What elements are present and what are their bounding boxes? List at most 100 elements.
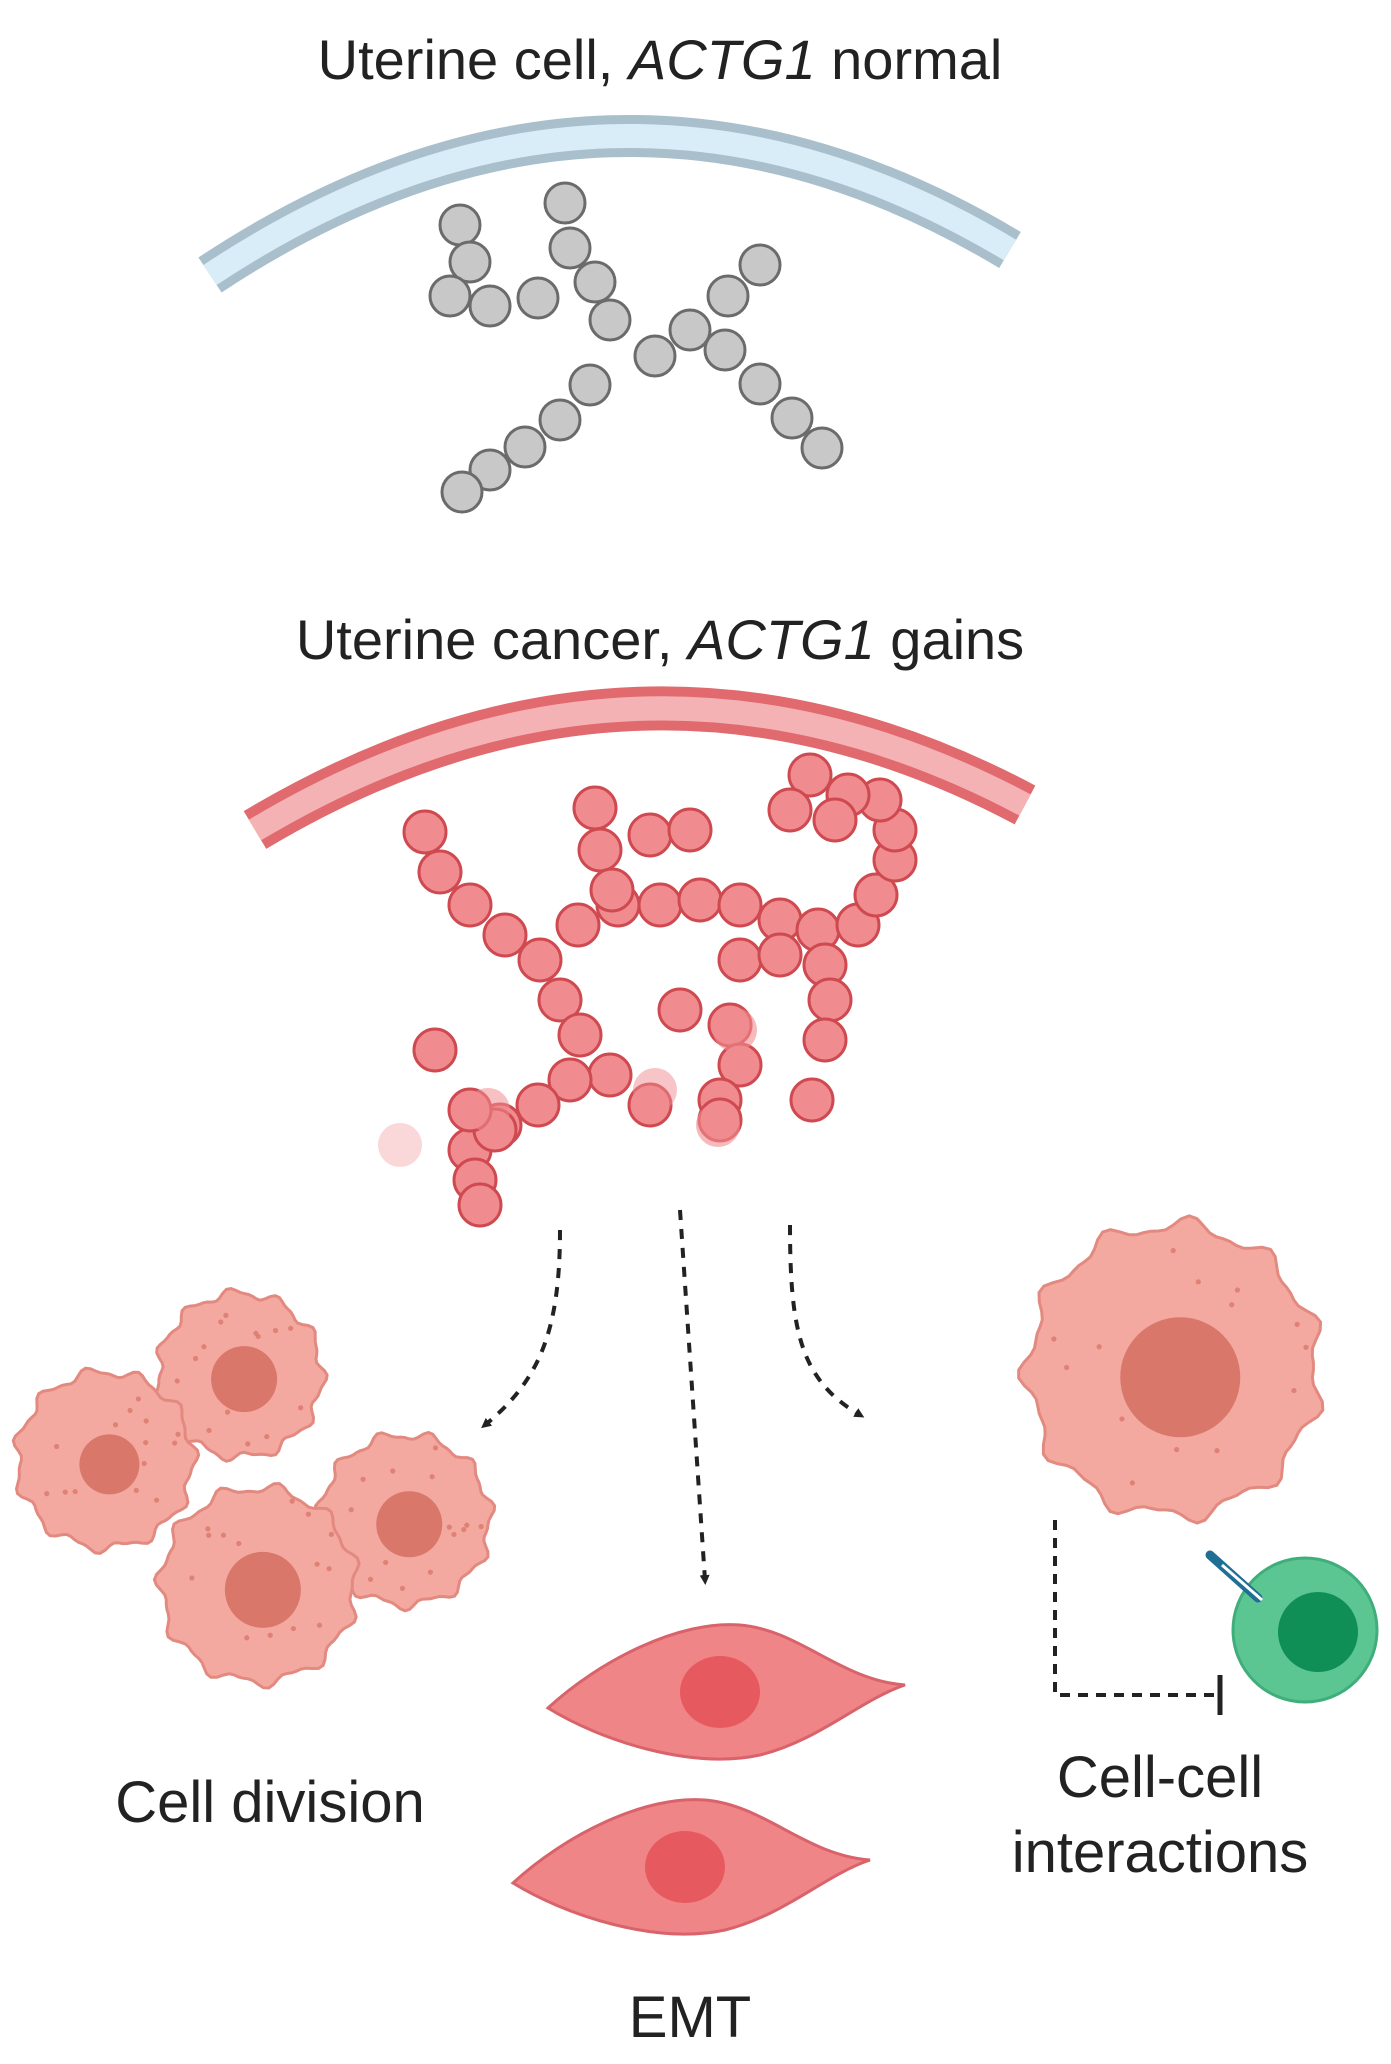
cytoplasm-speckle (143, 1418, 149, 1424)
cytoplasm-speckle (112, 1422, 119, 1428)
actin-bead (637, 882, 683, 928)
actin-bead (428, 274, 472, 318)
actin-bead (573, 260, 617, 304)
actin-bead (417, 849, 463, 895)
actin-bead (807, 977, 853, 1023)
actin-bead (543, 181, 587, 225)
cytoplasm-speckle (267, 1632, 273, 1638)
actin-bead (770, 396, 814, 440)
cancer-panel-title: Uterine cancer, ACTG1 gains (200, 608, 1120, 672)
cytoplasm-speckle (1174, 1447, 1180, 1453)
actin-bead (537, 977, 583, 1023)
normal-title-prefix: Uterine cell, (317, 28, 614, 91)
cancer-title-prefix: Uterine cancer, (295, 608, 673, 671)
cytoplasm-speckle (224, 1409, 231, 1415)
normal-actin-filaments (428, 181, 844, 514)
actin-bead (548, 226, 592, 270)
cytoplasm-speckle (205, 1526, 211, 1532)
tumor-cell-nucleus (224, 1551, 301, 1628)
cancer-title-suffix: gains (890, 608, 1025, 671)
cytoplasm-speckle (135, 1396, 141, 1402)
actin-bead (738, 362, 782, 406)
cell-cell-label-line2: interactions (1011, 1820, 1309, 1885)
cytoplasm-speckle (328, 1531, 334, 1537)
cytoplasm-speckle (383, 1559, 389, 1566)
faded-actin-bead (713, 1008, 757, 1052)
actin-bead (802, 1017, 848, 1063)
cytoplasm-speckle (54, 1443, 60, 1450)
cytoplasm-speckle (478, 1524, 484, 1530)
cytoplasm-speckle (154, 1497, 160, 1503)
actin-bead (555, 902, 601, 948)
actin-bead (572, 785, 618, 831)
cell-cell-label-line1: Cell-cell (1056, 1745, 1264, 1810)
cytoplasm-speckle (206, 1532, 212, 1538)
cytoplasm-speckle (451, 1531, 457, 1538)
cytoplasm-speckle (390, 1468, 396, 1474)
cytoplasm-speckle (1195, 1279, 1201, 1285)
normal-membrane (198, 114, 1021, 293)
faded-actin-bead (633, 1068, 677, 1112)
cytoplasm-speckle (133, 1487, 139, 1494)
cytoplasm-speckle (367, 1576, 374, 1582)
cytoplasm-speckle (62, 1489, 68, 1495)
cell-division-label: Cell division (115, 1770, 425, 1835)
actin-bead (800, 426, 844, 470)
actin-bead (789, 1077, 835, 1123)
cytoplasm-speckle (314, 1561, 320, 1567)
actin-bead (457, 1182, 503, 1228)
tumor-cell (1017, 1214, 1325, 1525)
normal-title-gene: ACTG1 (628, 28, 816, 91)
cytoplasm-speckle (220, 1532, 227, 1538)
arrow-to-cell-cell (788, 1224, 865, 1418)
cytoplasm-speckle (143, 1439, 149, 1446)
cytoplasm-speckle (446, 1524, 452, 1530)
actin-bead (515, 1082, 561, 1128)
emt-cell-nucleus (645, 1831, 725, 1903)
actin-bead (538, 398, 582, 442)
arrow-to-cell-division (481, 1229, 562, 1429)
cytoplasm-speckle (1214, 1448, 1220, 1454)
cytoplasm-speckle (1170, 1247, 1176, 1254)
actin-bead (482, 912, 528, 958)
actin-bead (516, 276, 560, 320)
emt-label: EMT (628, 1985, 752, 2050)
cytoplasm-speckle (427, 1569, 433, 1575)
cytoplasm-speckle (255, 1333, 261, 1340)
arrow-to-emt (678, 1209, 710, 1585)
cytoplasm-speckle (201, 1344, 207, 1350)
immune-cell-nucleus (1278, 1592, 1358, 1672)
faded-actin-bead (696, 1103, 740, 1147)
tumor-cell-nucleus (1120, 1317, 1241, 1438)
actin-bead (589, 867, 635, 913)
actin-bead (547, 1057, 593, 1103)
actin-bead (402, 809, 448, 855)
faded-actin-bead (466, 1088, 510, 1132)
cytoplasm-speckle (1234, 1287, 1241, 1293)
cytoplasm-speckle (1229, 1302, 1235, 1308)
cancer-title-gene: ACTG1 (688, 608, 875, 671)
receptor-highlight (1221, 1563, 1263, 1602)
actin-bead (767, 787, 813, 833)
actin-bead (412, 1027, 458, 1073)
actin-bead (557, 1012, 603, 1058)
actin-bead (668, 308, 712, 352)
actin-bead (633, 334, 677, 378)
cytoplasm-speckle (429, 1474, 435, 1480)
cytoplasm-speckle (141, 1460, 147, 1467)
actin-bead (717, 882, 763, 928)
cytoplasm-speckle (218, 1319, 224, 1325)
cancer-membrane (243, 686, 1036, 849)
cytoplasm-speckle (272, 1327, 279, 1334)
actin-bead (517, 937, 563, 983)
cytoplasm-speckle (1291, 1387, 1297, 1394)
actin-bead (577, 827, 623, 873)
cytoplasm-speckle (461, 1526, 467, 1533)
actin-bead (706, 274, 750, 318)
cytoplasm-speckle (264, 1434, 270, 1440)
actin-bead (787, 752, 833, 798)
cytoplasm-speckle (326, 1566, 332, 1572)
cytoplasm-speckle (236, 1540, 242, 1547)
actin-bead (438, 203, 482, 247)
